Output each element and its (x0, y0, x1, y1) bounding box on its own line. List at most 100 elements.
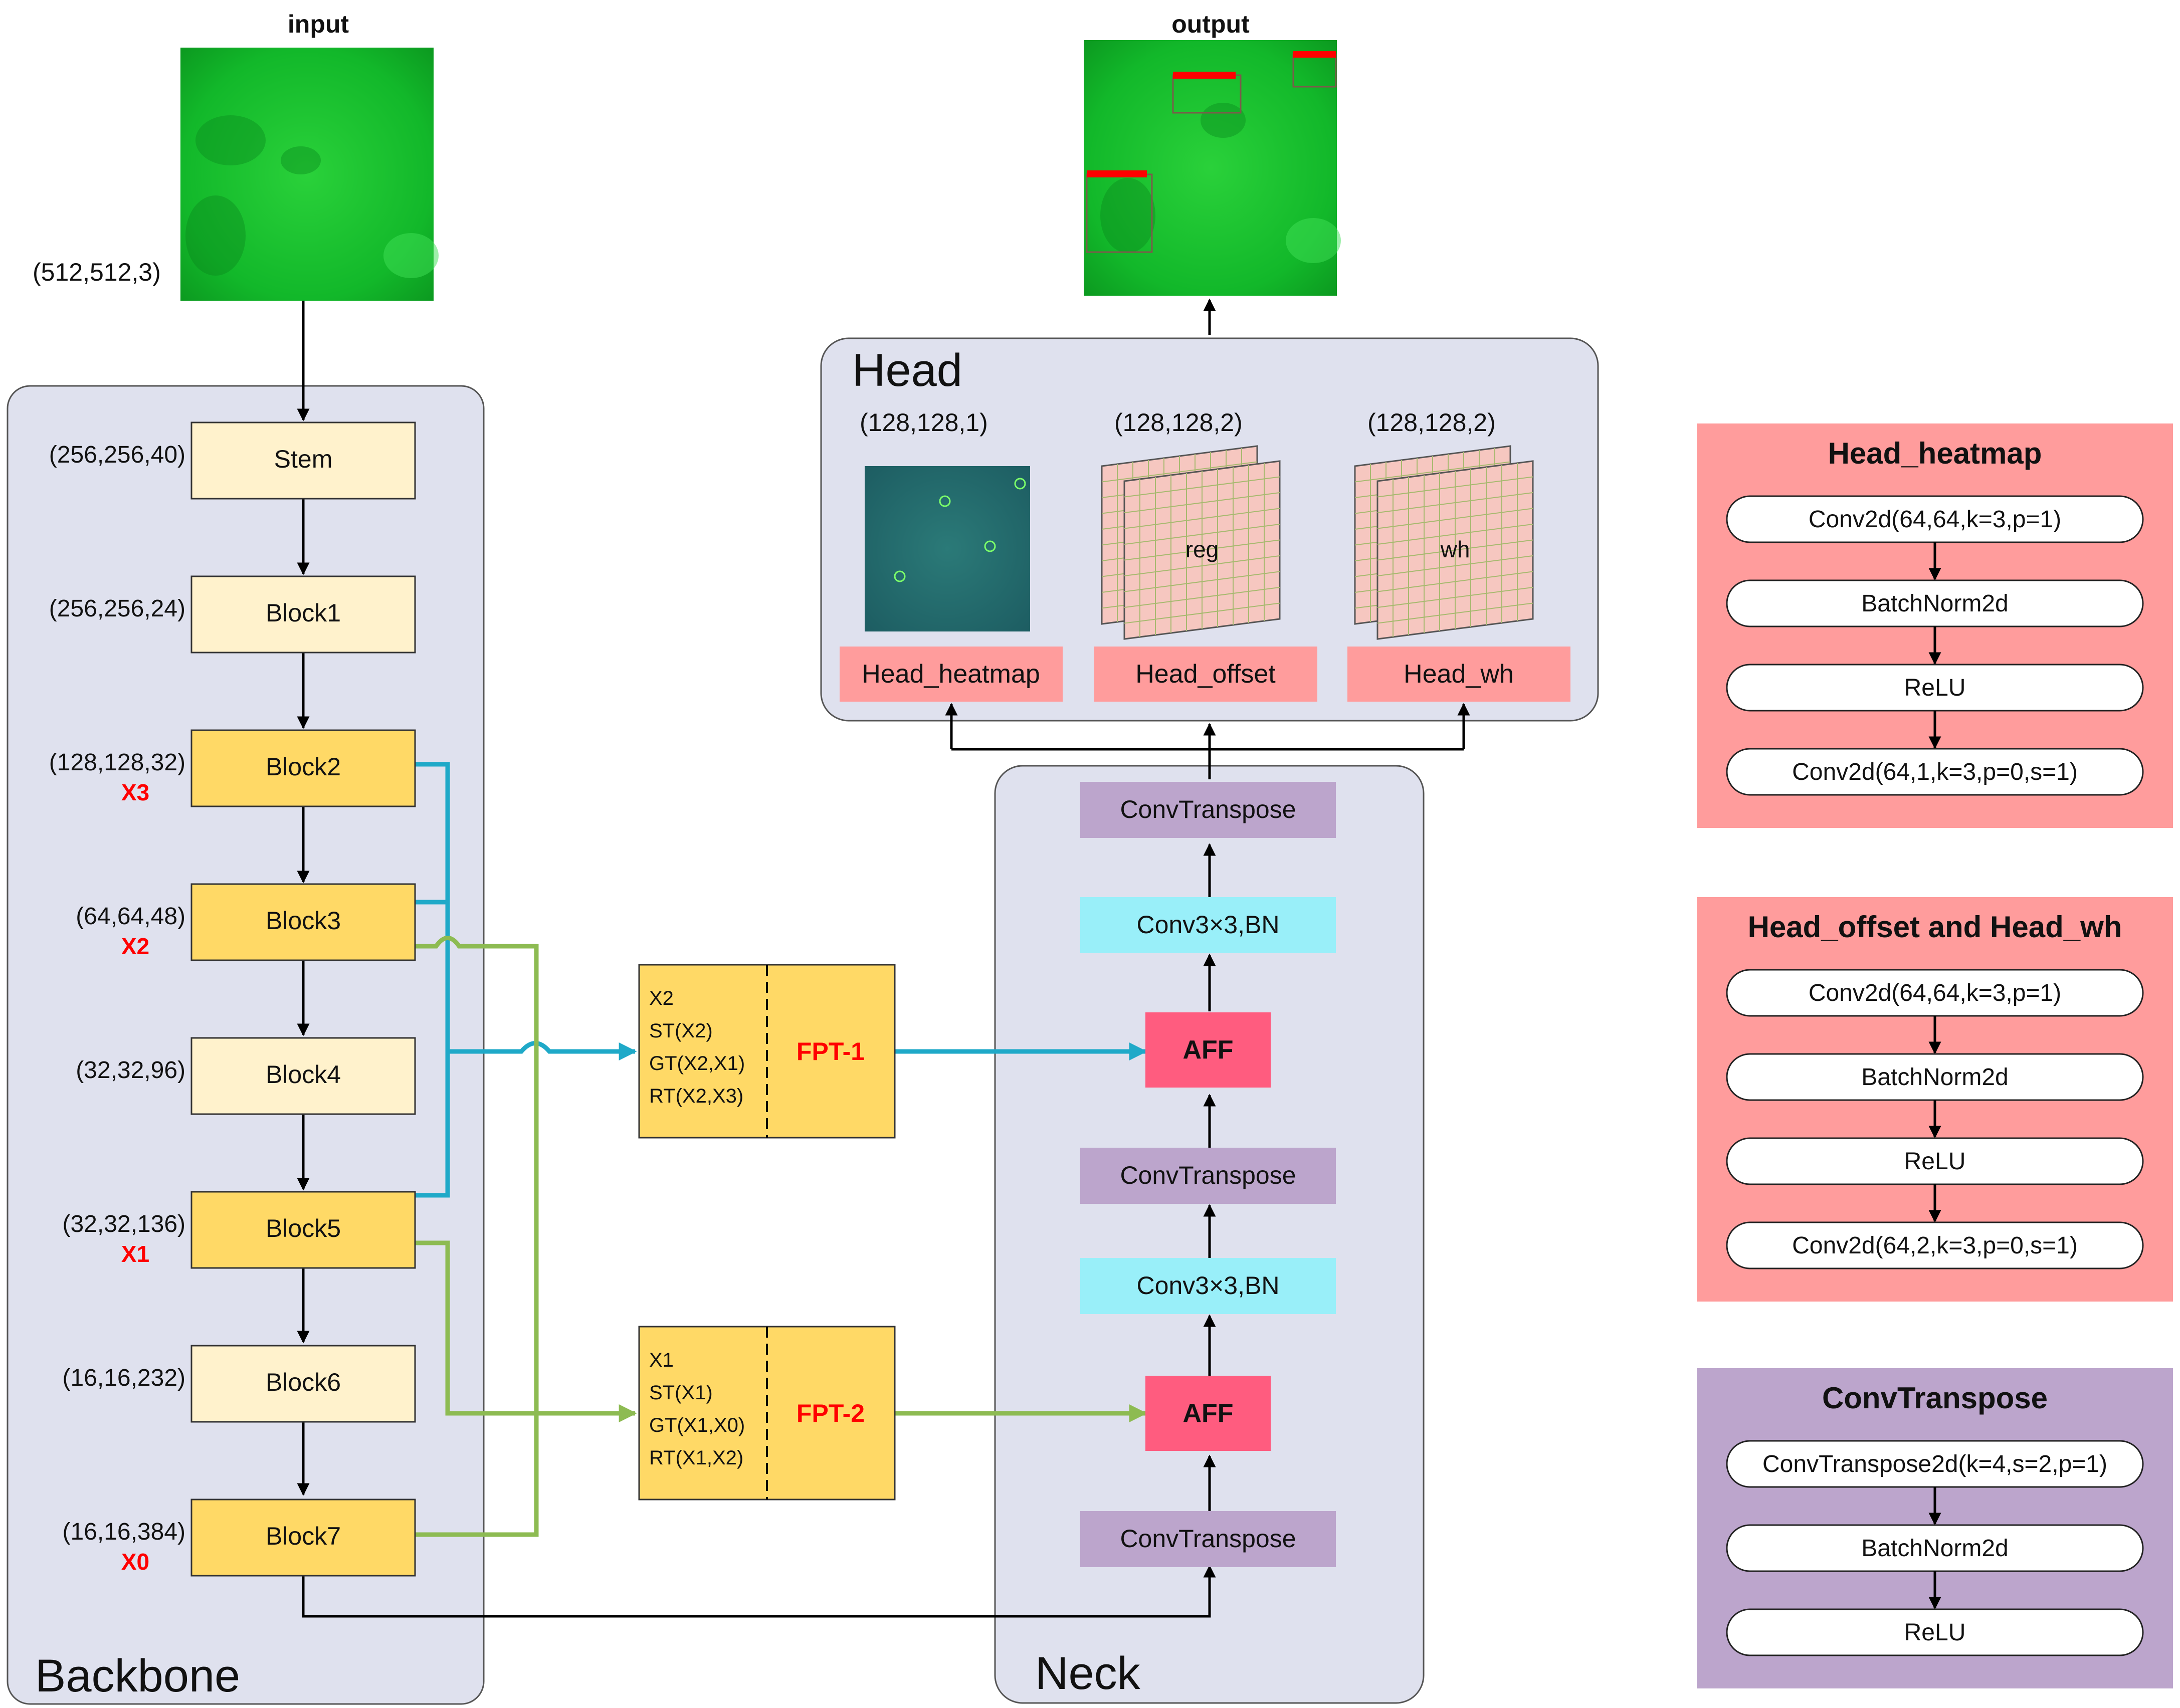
neck-layer-bn: Conv3×3,BN (1080, 897, 1336, 953)
legend-layer-label: Conv2d(64,64,k=3,p=1) (1809, 506, 2061, 533)
legend-layer-label: ReLU (1904, 675, 1966, 701)
output-image (1084, 40, 1341, 296)
block-shape: (128,128,32) (49, 749, 185, 776)
aff-label: AFF (1182, 1035, 1233, 1064)
conv-box (1080, 1148, 1336, 1204)
block-box (190, 1037, 416, 1115)
conv-label: ConvTranspose (1120, 1525, 1296, 1553)
block-name: Stem (274, 445, 333, 473)
fpt-input-line: ST(X2) (649, 1020, 713, 1042)
heatmap-image (865, 466, 1030, 631)
aff-box (1145, 1012, 1271, 1088)
legend-layer-label: Conv2d(64,1,k=3,p=0,s=1) (1792, 759, 2078, 785)
block-name: Block1 (266, 599, 341, 627)
legend-layer-label: ConvTranspose2d(k=4,s=2,p=1) (1762, 1451, 2107, 1477)
head-name: Head_wh (1404, 660, 1514, 689)
grid-line (1377, 539, 1533, 561)
legend-layer-label: BatchNorm2d (1861, 590, 2008, 617)
block-shape: (256,256,24) (49, 595, 185, 622)
neck-layer-conv: ConvTranspose (1080, 782, 1336, 838)
output-label: output (1171, 10, 1250, 38)
block-name: Block5 (266, 1214, 341, 1242)
block-shape: (16,16,384) (62, 1519, 185, 1545)
fpt-input-line: RT(X2,X3) (649, 1085, 743, 1107)
bn-label: Conv3×3,BN (1137, 1271, 1280, 1300)
neck-layer-aff: AFF (1145, 1012, 1271, 1088)
neck-title: Neck (1035, 1648, 1141, 1699)
grid-line (1124, 571, 1280, 592)
backbone-block-block3: Block3(64,64,48)X2 (76, 883, 416, 961)
input-label: input (288, 10, 349, 38)
feature-map-sheet (1123, 460, 1281, 640)
legend-layer-pill (1726, 1608, 2144, 1656)
legend-layer-label: Conv2d(64,64,k=3,p=1) (1809, 980, 2061, 1006)
bn-label: Conv3×3,BN (1137, 911, 1280, 939)
detection-point (894, 570, 906, 582)
backbone-flow-arrows (297, 301, 1216, 1618)
backbone-title: Backbone (35, 1650, 240, 1701)
block-box (190, 1499, 416, 1577)
legend-layer-pill (1726, 1221, 2144, 1269)
fpt-input-line: GT(X1,X0) (649, 1414, 745, 1436)
input-shape-label: (512,512,3) (33, 258, 161, 286)
grid-line (1377, 602, 1533, 624)
block-box (190, 421, 416, 500)
detection-point (984, 540, 996, 552)
block-name: Block2 (266, 753, 341, 781)
grid-line (1124, 602, 1280, 624)
head-name-box (1094, 647, 1317, 702)
fpt-input-line: ST(X1) (649, 1382, 713, 1404)
feature-tag: X3 (121, 779, 149, 805)
block-shape: (256,256,40) (49, 442, 185, 468)
grid-line (1377, 571, 1533, 592)
fpt-name: FPT-2 (797, 1399, 865, 1427)
bn-box (1080, 1258, 1336, 1314)
feature-tag: X2 (121, 933, 149, 959)
output-shape: (128,128,2) (1367, 408, 1496, 437)
feature-tag: X1 (121, 1241, 149, 1267)
fpt-input-line: GT(X2,X1) (649, 1052, 745, 1075)
block-box (190, 575, 416, 654)
fpt-name: FPT-1 (797, 1037, 865, 1065)
input-image (180, 48, 439, 301)
block-shape: (32,32,136) (62, 1211, 185, 1237)
block-box (190, 1191, 416, 1269)
backbone-block-block6: Block6(16,16,232) (62, 1345, 416, 1423)
detection-point (1014, 478, 1026, 490)
neck-layer-conv: ConvTranspose (1080, 1148, 1336, 1204)
grid-line (1377, 555, 1533, 576)
head-name: Head_heatmap (862, 660, 1040, 689)
conv-label: ConvTranspose (1120, 795, 1296, 823)
neck-layers: ConvTransposeConv3×3,BNAFFConvTransposeC… (1080, 782, 1336, 1567)
aff-box (1145, 1376, 1271, 1451)
legend-layer-label: Conv2d(64,2,k=3,p=0,s=1) (1792, 1232, 2078, 1259)
feature-tag: X0 (121, 1549, 149, 1575)
backbone-block-block5: Block5 (32,32,136) X1 (62, 1191, 416, 1269)
legend-panel-3: ConvTransposeConvTranspose2d(k=4,s=2,p=1… (1697, 1368, 2173, 1688)
legend-panels: Head_heatmapConv2d(64,64,k=3,p=1)BatchNo… (1697, 423, 2173, 1688)
legend-layer-pill (1726, 748, 2144, 796)
block-name: Block4 (266, 1060, 341, 1089)
head-title: Head (852, 345, 962, 396)
backbone-block-block2: Block2 (128,128,32) X3 (49, 729, 416, 807)
fpt-input-line: X1 (649, 1349, 674, 1371)
conv-box (1080, 1511, 1336, 1567)
conv-box (1080, 782, 1336, 838)
grid-line (1124, 555, 1280, 576)
block-box (190, 883, 416, 961)
green-skip-connections (415, 936, 1147, 1537)
bn-box (1080, 897, 1336, 953)
legend-layer-label: ReLU (1904, 1619, 1966, 1646)
grid-line (1124, 587, 1280, 608)
detection-point (939, 495, 951, 507)
map-label: wh (1440, 536, 1470, 562)
legend-panel-1: Head_heatmapConv2d(64,64,k=3,p=1)BatchNo… (1697, 423, 2173, 828)
neck-layer-aff: AFF (1145, 1376, 1271, 1451)
block-shape: (32,32,96) (76, 1057, 185, 1084)
head-name-box (1347, 647, 1570, 702)
